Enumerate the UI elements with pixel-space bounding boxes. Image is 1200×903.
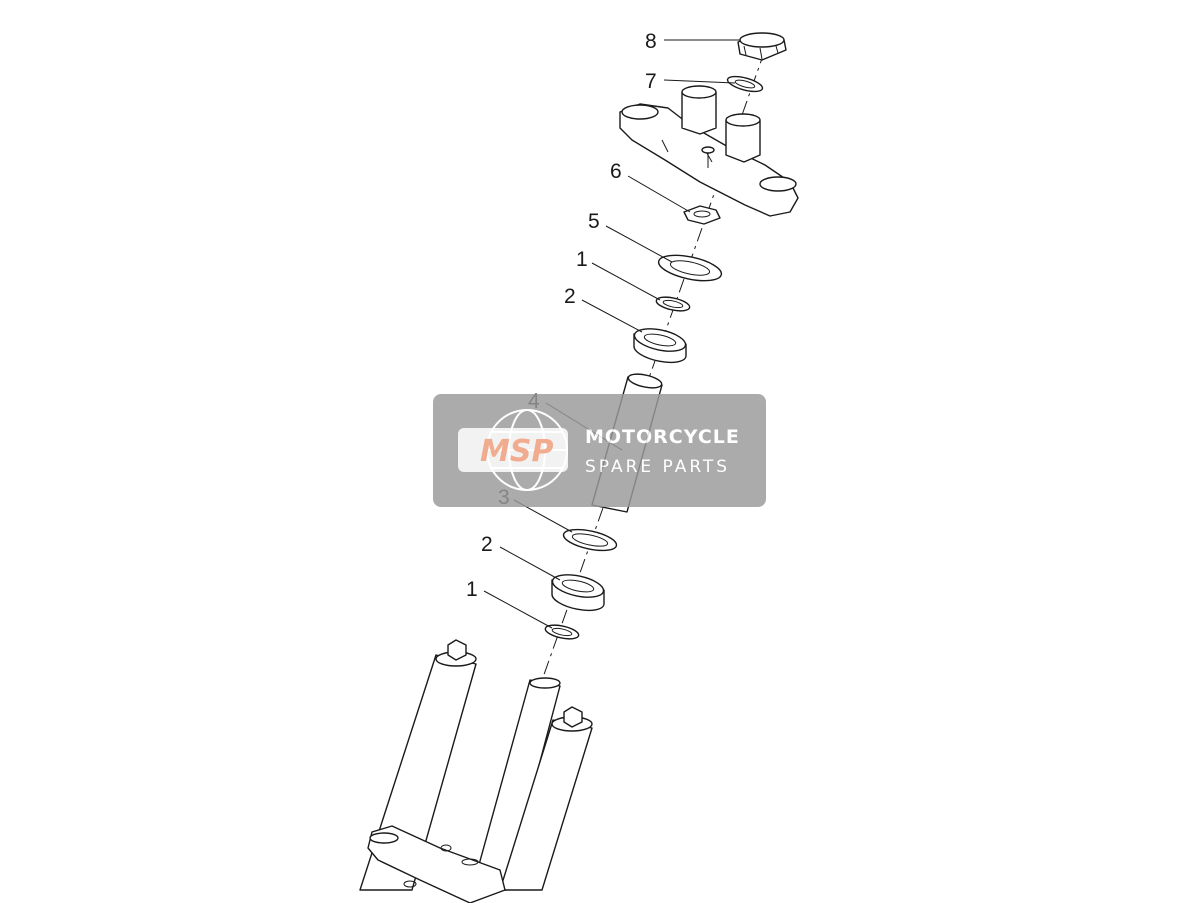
watermark-logo: MSP xyxy=(480,434,553,469)
watermark-title: MOTORCYCLE xyxy=(585,426,740,448)
callout-1-upper: 1 xyxy=(576,248,588,271)
part-ring-3 xyxy=(562,528,618,552)
callout-7: 7 xyxy=(645,70,657,93)
part-top-nut xyxy=(737,32,787,61)
part-nut-6 xyxy=(683,205,721,225)
part-ring-1-upper xyxy=(655,296,691,312)
leader-1-lower xyxy=(483,590,553,629)
part-upper-triple-clamp xyxy=(619,85,799,217)
callout-5: 5 xyxy=(588,210,600,233)
part-washer-5 xyxy=(657,254,723,282)
part-bearing-2-upper xyxy=(633,328,687,364)
leader-7 xyxy=(663,79,736,84)
watermark-background xyxy=(433,394,766,507)
watermark-subtitle: SPARE PARTS xyxy=(585,457,730,477)
part-ring-1-lower xyxy=(544,624,580,640)
callout-2-lower: 2 xyxy=(481,533,493,556)
part-washer-7 xyxy=(726,75,764,93)
watermark: MSP MOTORCYCLE SPARE PARTS xyxy=(433,394,766,507)
part-lower-fork-assembly xyxy=(359,639,593,903)
callout-2-upper: 2 xyxy=(564,285,576,308)
callout-6: 6 xyxy=(610,160,622,183)
leader-2-upper xyxy=(581,299,643,333)
logo-badge xyxy=(458,428,568,472)
leader-2-lower xyxy=(499,546,561,581)
part-bearing-2-lower xyxy=(551,574,605,612)
leader-6 xyxy=(627,175,691,213)
leader-1-upper xyxy=(591,262,661,301)
callout-1-lower: 1 xyxy=(466,578,478,601)
callout-8: 8 xyxy=(645,30,657,53)
leader-5 xyxy=(605,225,673,263)
